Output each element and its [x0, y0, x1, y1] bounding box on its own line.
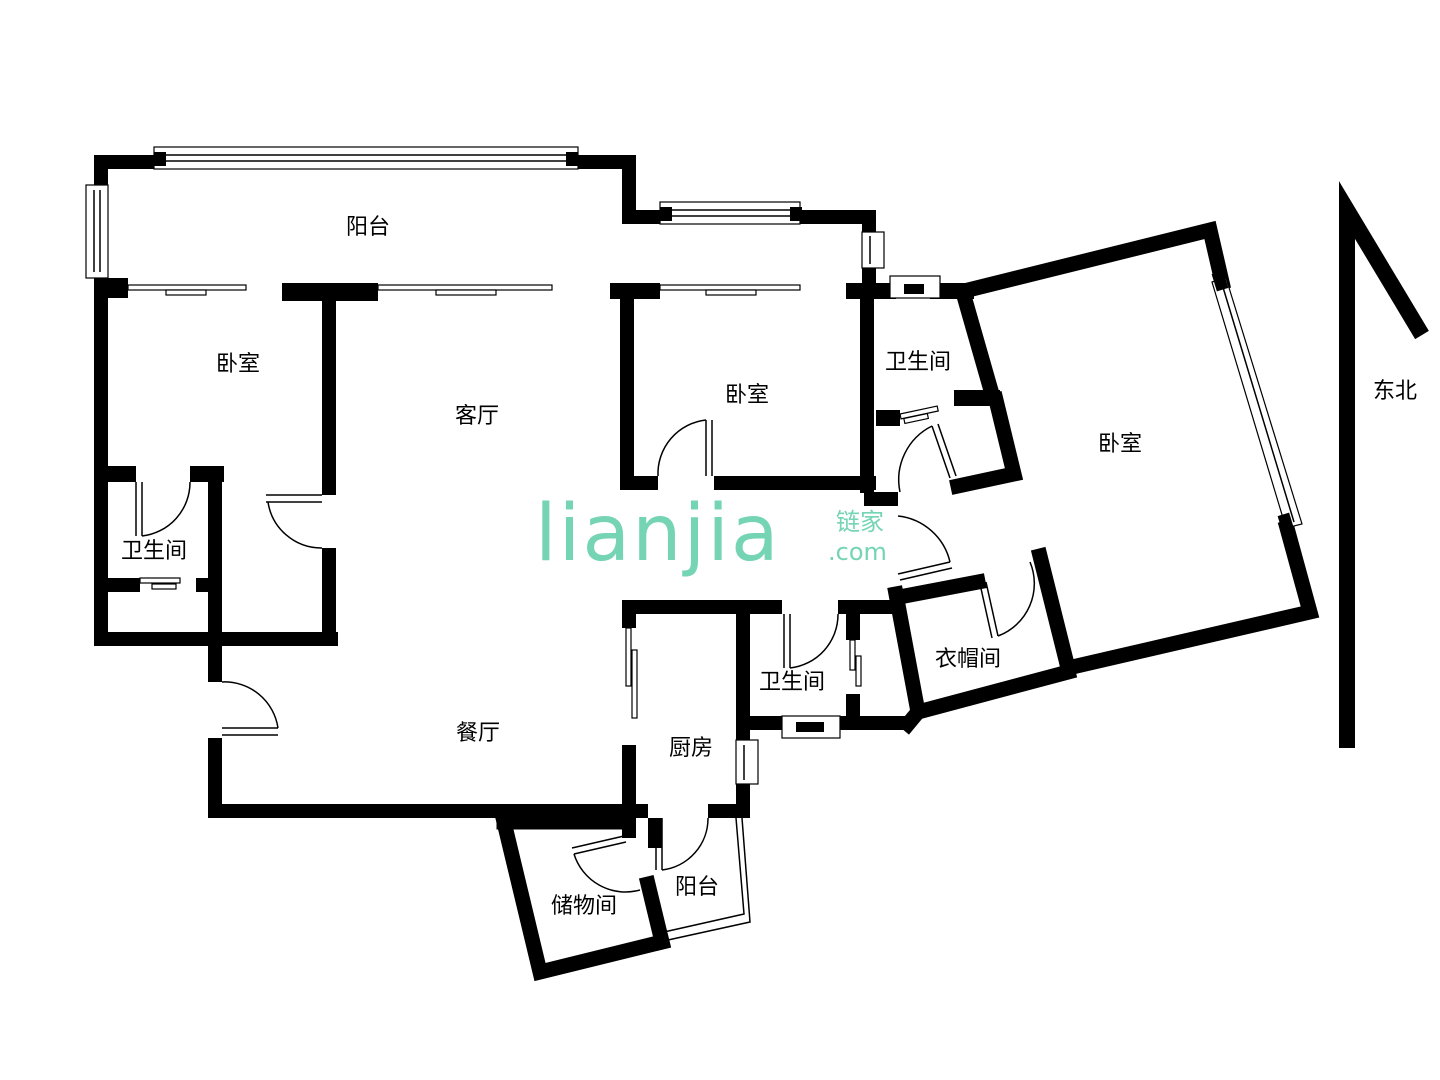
label-bedroom-west: 卧室: [216, 352, 260, 377]
label-balcony-north: 阳台: [346, 215, 390, 240]
label-bathroom-central: 卫生间: [759, 670, 825, 695]
walls: [94, 155, 1000, 848]
label-balcony-south: 阳台: [675, 875, 719, 900]
watermark-domain: .com: [828, 538, 887, 566]
label-kitchen: 厨房: [669, 736, 713, 761]
room-labels: 阳台 卧室 客厅 卧室 卫生间 卧室 卫生间 餐厅 厨房 卫生间 衣帽间 储物间…: [121, 215, 1142, 919]
compass-label: 东北: [1373, 379, 1417, 404]
watermark: lianjia 链家 .com: [535, 489, 887, 579]
north-arrow-icon: [1339, 181, 1429, 748]
label-bedroom-master: 卧室: [1098, 432, 1142, 457]
label-bathroom-west: 卫生间: [121, 539, 187, 564]
label-dining-room: 餐厅: [456, 721, 500, 746]
watermark-brand: lianjia: [535, 489, 781, 579]
label-bathroom-northeast: 卫生间: [885, 350, 951, 375]
sliding-doors: [127, 284, 862, 719]
label-storage: 储物间: [551, 894, 617, 919]
label-bedroom-middle: 卧室: [725, 383, 769, 408]
compass: 东北: [1339, 181, 1429, 748]
watermark-brand-cn: 链家: [836, 508, 884, 536]
windows: [85, 146, 1303, 941]
label-cloakroom: 衣帽间: [935, 647, 1001, 672]
angled-walls: [494, 220, 1320, 982]
swing-doors: [135, 405, 1036, 893]
label-living-room: 客厅: [455, 404, 499, 429]
